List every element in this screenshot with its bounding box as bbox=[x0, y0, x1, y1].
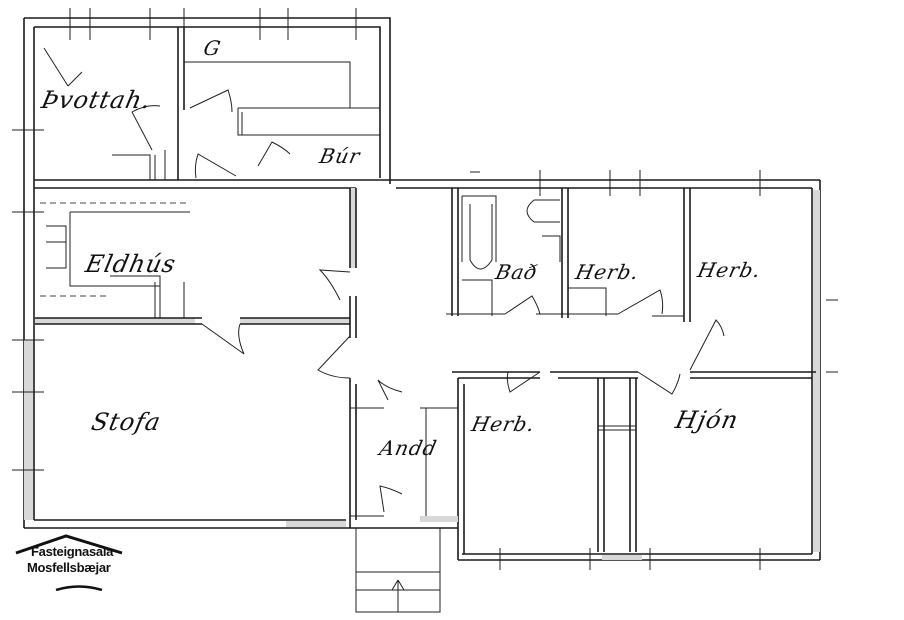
room-label-thvottahus: Þvottah. bbox=[39, 86, 154, 114]
room-label-bad: Bað bbox=[493, 260, 541, 284]
room-label-bur: Búr bbox=[317, 144, 363, 168]
room-label-stofa: Stofa bbox=[89, 408, 164, 436]
door-swings bbox=[43, 47, 725, 513]
room-label-herb-1: Herb. bbox=[573, 260, 642, 284]
room-label-hjon: Hjón bbox=[673, 406, 742, 434]
wall-hatching bbox=[24, 188, 820, 560]
room-label-anddyri: Andd bbox=[377, 436, 440, 460]
interior-walls bbox=[35, 27, 816, 552]
house-roof-icon bbox=[15, 534, 123, 555]
logo-underline-icon bbox=[55, 585, 103, 591]
dimension-ticks bbox=[12, 8, 838, 570]
room-label-herb-3: Herb. bbox=[469, 412, 538, 436]
room-label-eldhus: Eldhús bbox=[83, 250, 179, 278]
outer-walls bbox=[23, 17, 821, 613]
logo-text-line1: Fasteignasala bbox=[31, 544, 114, 559]
agency-logo: Fasteignasala Mosfellsbæjar bbox=[14, 533, 124, 593]
room-label-herb-2: Herb. bbox=[695, 258, 764, 282]
logo-text-line2: Mosfellsbæjar bbox=[27, 560, 111, 575]
